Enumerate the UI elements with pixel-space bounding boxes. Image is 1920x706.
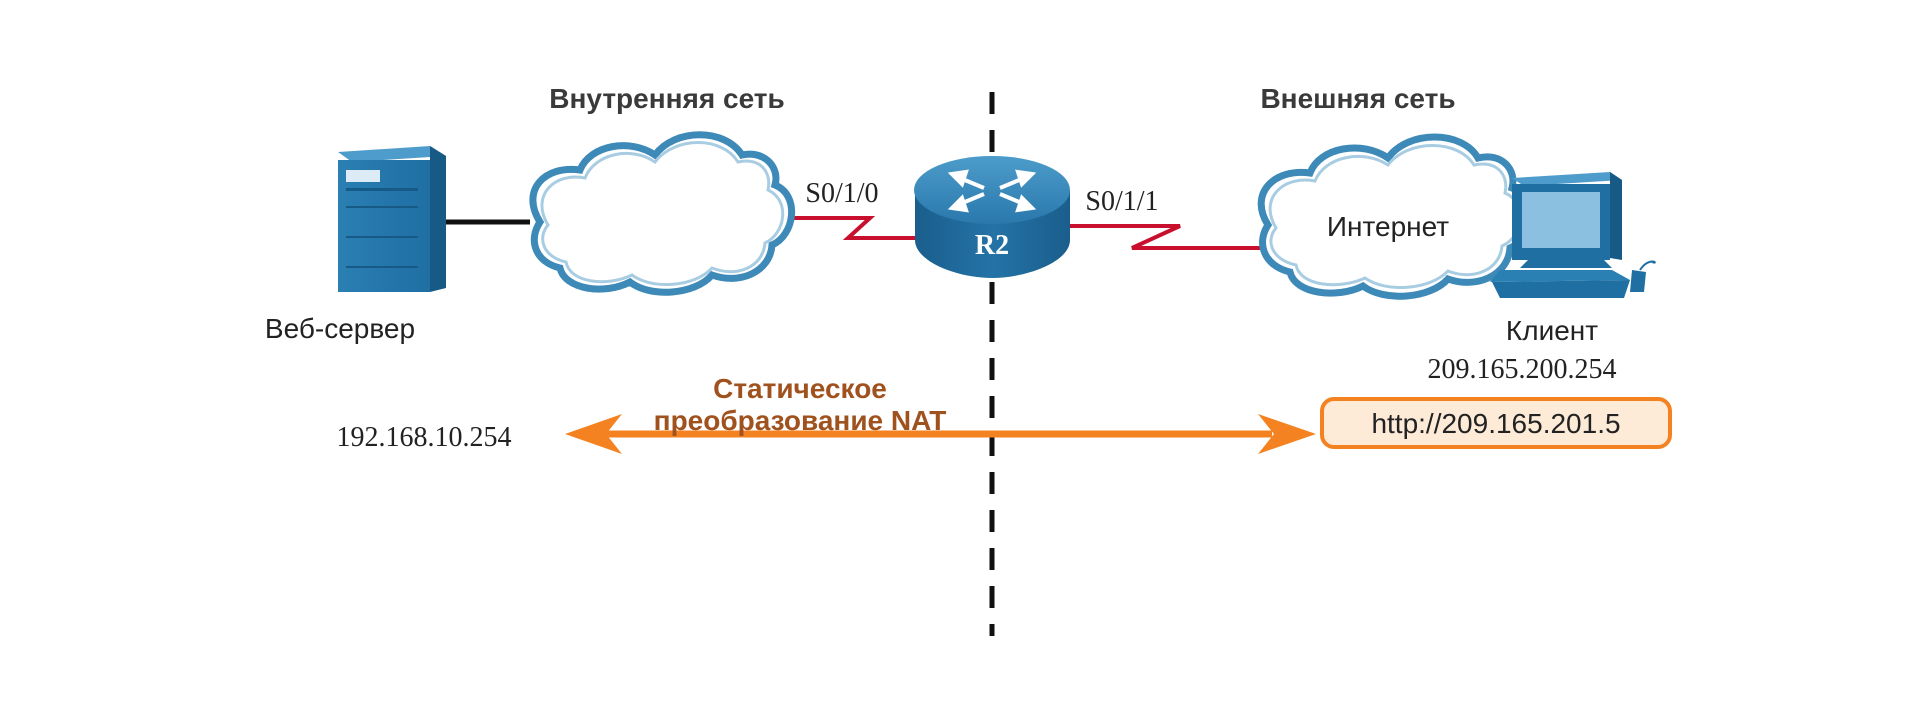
inside-cloud-inner-outline xyxy=(540,141,785,286)
router-arrows-icon xyxy=(947,169,1037,213)
interface-outside-label: S0/1/1 xyxy=(1085,186,1158,217)
client-label: Клиент xyxy=(1506,315,1598,346)
web-server-icon xyxy=(338,146,446,292)
inside-network-title: Внутренняя сеть xyxy=(549,83,784,114)
static-nat-arrow xyxy=(565,414,1316,454)
client-ip-label: 209.165.200.254 xyxy=(1428,354,1617,385)
outside-network-title: Внешняя сеть xyxy=(1260,83,1455,114)
server-ip-label: 192.168.10.254 xyxy=(337,422,512,453)
router-icon xyxy=(914,156,1070,278)
nat-caption-line1: Статическое xyxy=(713,373,887,404)
web-server-label: Веб-сервер xyxy=(265,313,415,344)
url-box xyxy=(1320,397,1672,449)
serial-link-outside xyxy=(1068,224,1262,250)
interface-inside-label: S0/1/0 xyxy=(805,178,878,209)
client-pc-icon xyxy=(1490,172,1656,298)
url-text: http://209.165.201.5 xyxy=(1371,408,1620,439)
inside-cloud-icon xyxy=(529,131,795,296)
serial-link-inside xyxy=(778,216,915,240)
router-name-label: R2 xyxy=(975,230,1009,261)
nat-caption-line2: преобразование NAT xyxy=(654,405,947,436)
internet-label: Интернет xyxy=(1327,211,1449,242)
